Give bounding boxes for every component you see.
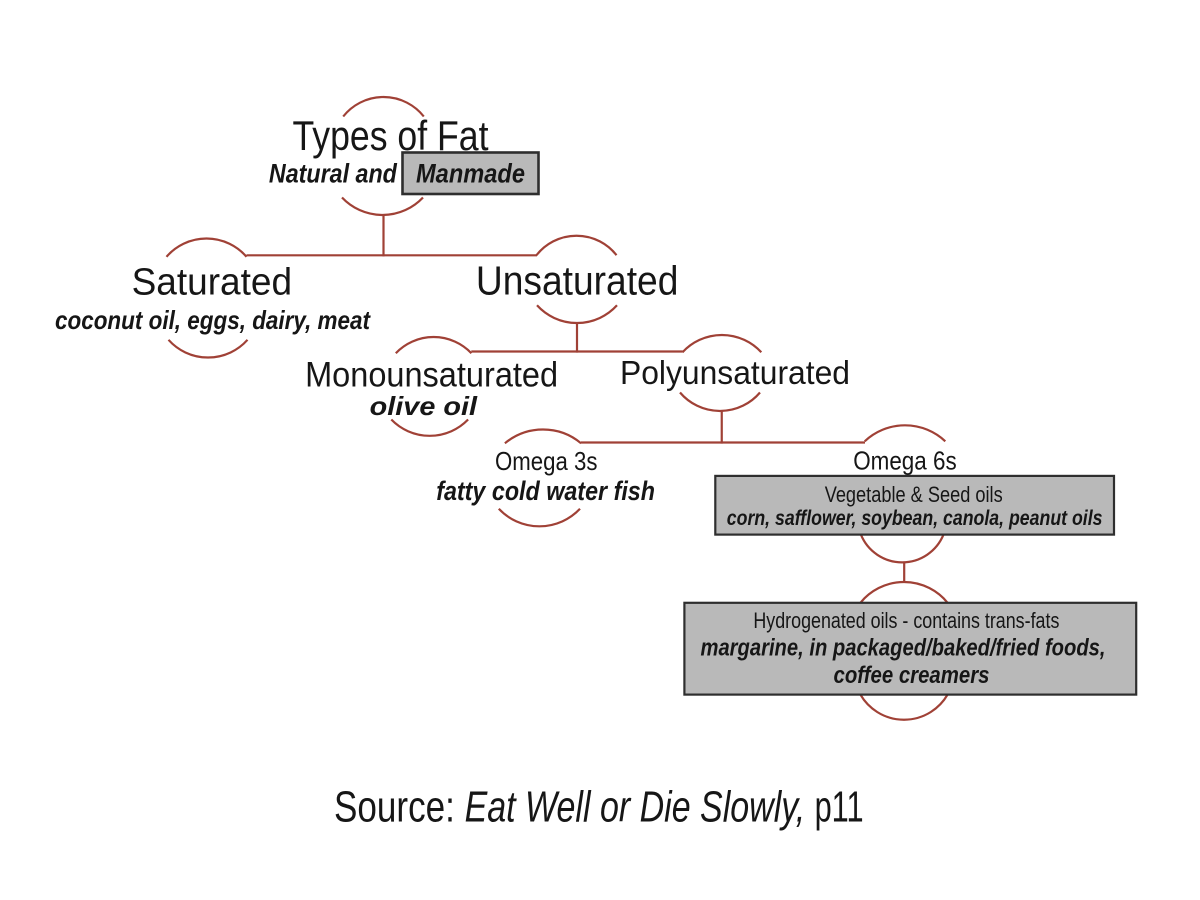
svg-text:olive oil: olive oil [370,391,478,421]
svg-text:Saturated: Saturated [132,262,293,304]
svg-text:Eat Well or Die Slowly,: Eat Well or Die Slowly, [465,783,815,832]
svg-text:Unsaturated: Unsaturated [476,257,679,303]
svg-text:coffee creamers: coffee creamers [834,662,990,689]
svg-text:Omega 6s: Omega 6s [853,446,957,476]
svg-text:fatty cold water fish: fatty cold water fish [436,476,655,506]
svg-text:Vegetable & Seed oils: Vegetable & Seed oils [825,482,1003,507]
svg-text:Polyunsaturated: Polyunsaturated [620,354,850,391]
svg-text:Source:: Source: [334,783,465,832]
svg-text:p11: p11 [815,783,864,832]
svg-text:corn, safflower, soybean, cano: corn, safflower, soybean, canola, peanut… [727,507,1103,530]
svg-text:Natural and: Natural and [269,159,397,189]
svg-text:Types of Fat: Types of Fat [293,112,489,159]
svg-text:Hydrogenated oils - contains t: Hydrogenated oils - contains trans-fats [753,608,1059,633]
svg-text:margarine, in packaged/baked/f: margarine, in packaged/baked/fried foods… [701,635,1106,662]
svg-text:Monounsaturated: Monounsaturated [305,355,558,394]
svg-text:coconut oil, eggs, dairy, meat: coconut oil, eggs, dairy, meat [55,305,371,335]
svg-text:Omega 3s: Omega 3s [495,446,598,476]
svg-text:Manmade: Manmade [416,159,525,189]
